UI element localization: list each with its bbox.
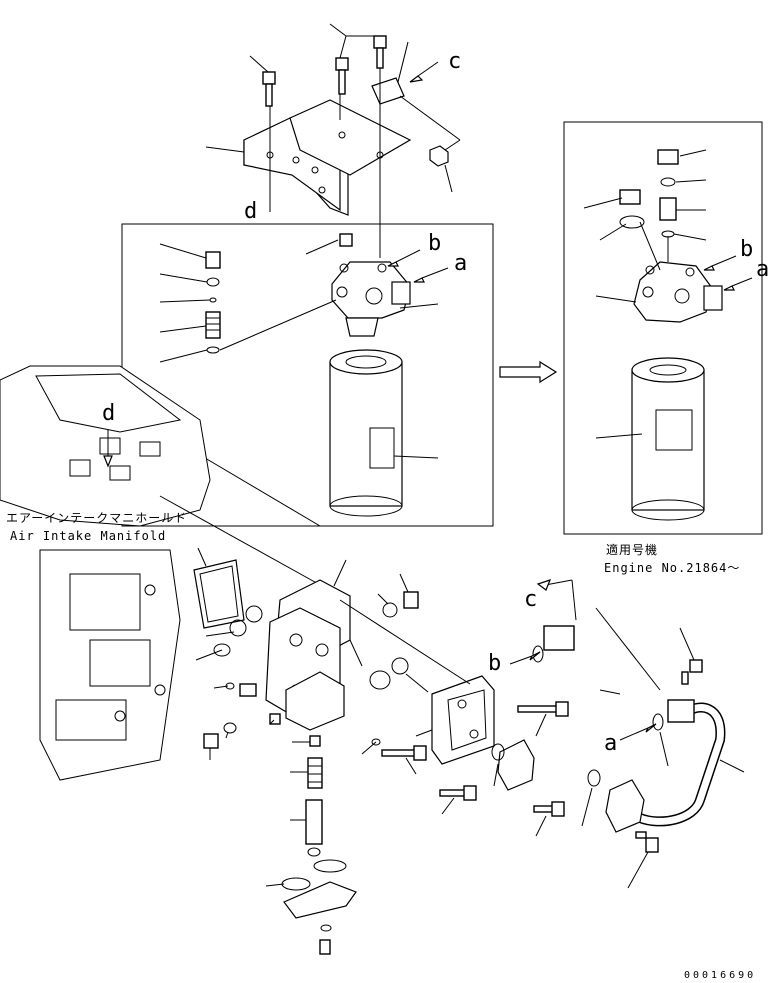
callout-d-top: d — [244, 199, 257, 224]
callout-b-top: b — [428, 231, 441, 256]
mounting-bracket — [243, 99, 412, 216]
o-rings-lower — [213, 602, 409, 746]
engine-label-jp: エアーインテークマニホールド — [6, 511, 187, 525]
relief-valve-parts — [205, 233, 353, 354]
engine-leader — [159, 495, 341, 597]
arrow-b-inset — [703, 255, 737, 271]
new-filter-cartridge — [631, 357, 705, 521]
applicability-jp: 適用号機 — [606, 542, 658, 557]
gasket-left — [193, 559, 245, 629]
bracket-bolt — [262, 35, 387, 107]
arrow-a-top — [413, 267, 449, 283]
arrow-a-lower — [619, 723, 657, 741]
arrow-b-lower — [509, 651, 541, 665]
plugs-lower — [203, 591, 419, 749]
filter-head — [331, 261, 411, 337]
o-rings-pipes — [491, 645, 664, 787]
figure-code: 00016690 — [684, 970, 756, 981]
cooler-plate — [431, 675, 495, 765]
main-inset-leaders — [159, 239, 439, 527]
pipe-upper — [497, 620, 600, 791]
housing-lower — [285, 671, 345, 731]
bracket-leader-lines — [205, 23, 461, 258]
arrow-a-inset — [723, 277, 753, 291]
arrow-b-top — [387, 249, 421, 267]
callout-a-lower: a — [604, 731, 617, 756]
right-inset-leaders — [583, 149, 707, 439]
engine-block — [0, 365, 211, 781]
valve-stack-lower — [281, 735, 357, 955]
callout-c-lower: c — [524, 587, 537, 612]
new-filter-head — [633, 261, 723, 323]
arrow-c-lower — [536, 579, 577, 621]
callout-b-inset: b — [740, 237, 753, 262]
pipe-lower — [605, 699, 726, 833]
bracket-clip — [371, 77, 405, 105]
filter-cartridge — [329, 349, 403, 517]
callout-a-top: a — [454, 251, 467, 276]
callout-a-inset: a — [756, 257, 769, 282]
lower-leader-lines — [195, 547, 745, 889]
callout-c-top: c — [448, 49, 461, 74]
bracket-nut — [429, 145, 449, 167]
engine-callout-d — [103, 430, 113, 468]
applicability-en: Engine No.21864～ — [604, 561, 740, 575]
callout-d-engine: d — [102, 401, 115, 426]
arrow-c-top — [409, 61, 439, 83]
bolts-lower — [381, 659, 703, 853]
new-valve-parts — [619, 149, 679, 238]
engine-label-en: Air Intake Manifold — [10, 529, 166, 543]
callout-b-lower: b — [488, 651, 501, 676]
transition-arrow — [499, 360, 558, 384]
right-inset-frame — [563, 121, 763, 535]
